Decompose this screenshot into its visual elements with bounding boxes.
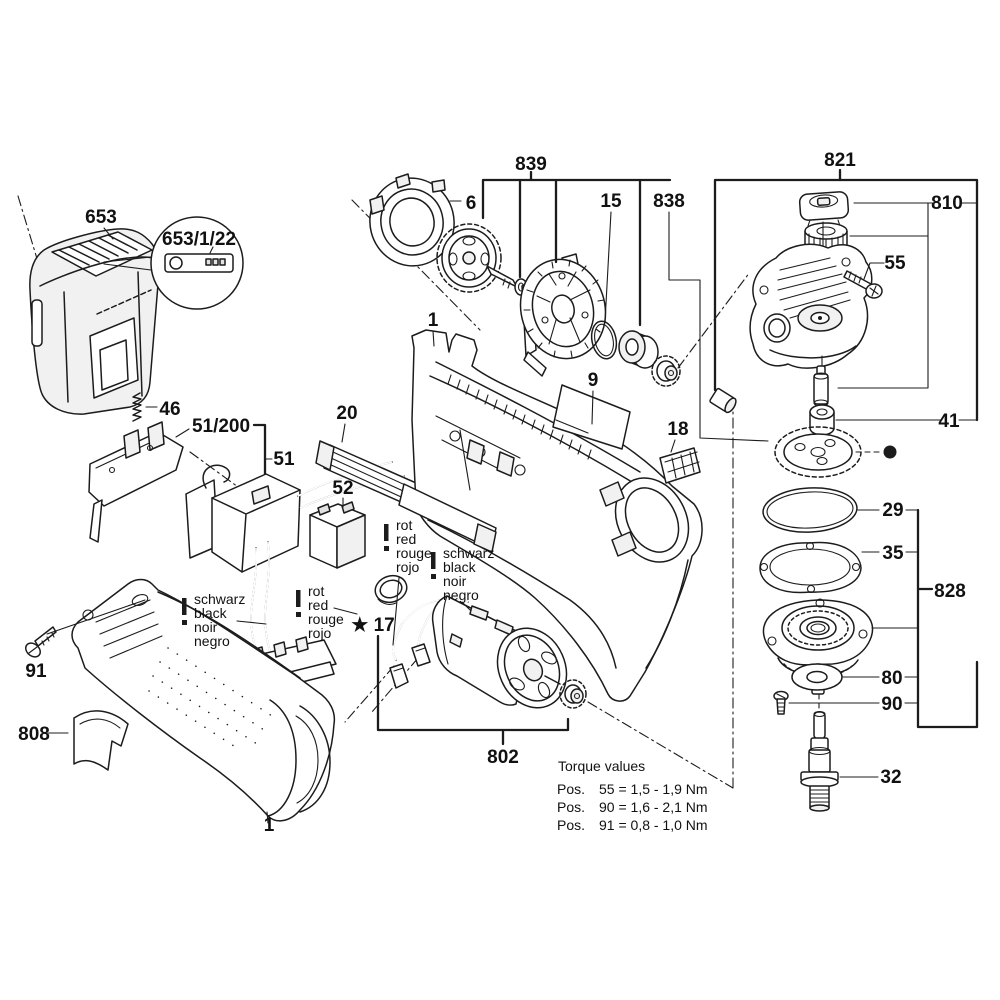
label-653-1-22: 653/1/22	[162, 229, 236, 250]
washer-80: 80	[791, 663, 919, 691]
label-6: 6	[466, 193, 477, 214]
battery-callout: 653/1/22	[103, 216, 244, 310]
label-1-top: 1	[428, 310, 439, 331]
fan-gear	[436, 223, 528, 296]
label-32: 32	[880, 767, 901, 788]
wire-label-red-motor: rot red rouge rojo	[384, 517, 432, 646]
torque-title: Torque values	[558, 758, 645, 774]
spade-connector	[411, 643, 431, 667]
battery-fins	[58, 234, 138, 266]
torque-table: Torque values Pos. 55 = 1,5 - 1,9 Nm Pos…	[557, 758, 708, 833]
label-839: 839	[515, 154, 547, 175]
wire-word: noir	[194, 619, 218, 635]
wire-word: rouge	[308, 611, 344, 627]
label-52: 52	[332, 478, 353, 499]
bottom-housing-outline	[71, 578, 336, 822]
wire-word: black	[443, 559, 477, 575]
label-90: 90	[881, 694, 902, 715]
label-80: 80	[881, 668, 902, 689]
label-51-200: 51/200	[192, 416, 250, 437]
gasket: 35	[759, 541, 919, 594]
label-35: 35	[882, 543, 904, 564]
screw-55: 55	[843, 253, 906, 299]
torque-row-entry: 55 = 1,5 - 1,9 Nm	[599, 781, 708, 797]
torque-row-pos: Pos.	[557, 817, 585, 833]
wire-word: rojo	[396, 559, 420, 575]
wire-word: rot	[308, 583, 324, 599]
armature-kit-bracket: 839 15 838	[481, 154, 769, 442]
housing-bottom-shell: 808 91 1	[18, 578, 336, 836]
label-802: 802	[487, 747, 519, 768]
roller-pin	[709, 387, 737, 414]
wire-word: negro	[194, 633, 230, 649]
pinion-upper	[651, 355, 681, 387]
label-star-17: ★ 17	[351, 615, 394, 636]
wire-word: negro	[443, 587, 479, 603]
wire-word: rot	[396, 517, 412, 533]
label-810: 810	[931, 193, 963, 214]
bearing	[618, 330, 659, 369]
cap	[798, 191, 850, 221]
fan-cover: 6	[369, 173, 477, 267]
label-41: 41	[938, 411, 960, 432]
gear-head: 55 810	[749, 191, 978, 407]
label-9: 9	[588, 370, 599, 391]
label-29: 29	[882, 500, 903, 521]
torque-row-entry: 91 = 0,8 - 1,0 Nm	[599, 817, 708, 833]
torque-row-pos: Pos.	[557, 781, 585, 797]
nameplate	[552, 384, 631, 450]
battery-pack: 653	[29, 207, 160, 415]
wire-word: rouge	[396, 545, 432, 561]
wire-label-black-motor: schwarz black noir negro	[431, 545, 494, 611]
label-46: 46	[159, 399, 180, 420]
screw-90: 90	[773, 690, 919, 715]
grease-dot	[883, 445, 897, 459]
wire-word: red	[308, 597, 328, 613]
crown-gear	[774, 426, 897, 478]
label-838: 838	[653, 191, 685, 212]
wire-word: schwarz	[443, 545, 494, 561]
label-18: 18	[667, 419, 688, 440]
housing-top-shell: 1 9 18	[398, 310, 703, 702]
wire-word: red	[396, 531, 416, 547]
label-55: 55	[884, 253, 906, 274]
wire-word: black	[194, 605, 228, 621]
oring-large: 29	[762, 487, 919, 533]
spade-connector	[389, 663, 409, 689]
label-1-bottom: 1	[264, 815, 275, 836]
label-828: 828	[934, 581, 966, 602]
motor: 802	[376, 595, 587, 768]
sticker-808	[73, 710, 129, 771]
label-653: 653	[85, 207, 117, 228]
label-20: 20	[336, 403, 357, 424]
label-808: 808	[18, 724, 50, 745]
oring-small	[590, 320, 618, 360]
wire-word: rojo	[308, 625, 332, 641]
electronic-module: 52	[309, 478, 366, 569]
vent-cover: 18	[659, 419, 701, 484]
wire-label-red-switch: rot red rouge rojo	[296, 583, 358, 641]
wire-label-black-switch: schwarz black noir negro	[182, 591, 267, 649]
label-15: 15	[600, 191, 622, 212]
flange-kit-bracket: 828	[916, 508, 979, 729]
spindle: 32	[800, 693, 902, 812]
label-51: 51	[273, 449, 295, 470]
label-821: 821	[824, 150, 856, 171]
wire-word: noir	[443, 573, 467, 589]
gearbox-kit-bracket: 821	[709, 150, 979, 422]
housing-vents	[447, 374, 592, 460]
bearing-plate	[519, 253, 607, 377]
screw-91: 91	[25, 599, 146, 682]
wire-word: schwarz	[194, 591, 245, 607]
contact-plate: 51/200 51	[88, 416, 295, 543]
spacer-41: 41	[809, 404, 978, 436]
torque-row-entry: 90 = 1,6 - 2,1 Nm	[599, 799, 708, 815]
spring: 46	[132, 392, 181, 422]
torque-row-pos: Pos.	[557, 799, 585, 815]
label-91: 91	[25, 661, 47, 682]
